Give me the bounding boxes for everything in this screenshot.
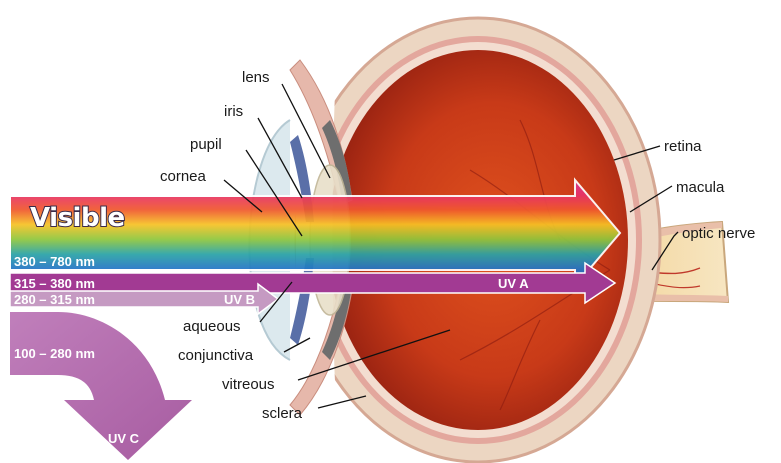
label-iris: iris: [224, 103, 243, 120]
label-pupil: pupil: [190, 136, 222, 153]
label-cornea: cornea: [160, 168, 207, 185]
visible-light-arrow: [10, 180, 620, 286]
uvc-range: 100 – 280 nm: [14, 346, 95, 361]
uvc-name: UV C: [108, 431, 140, 446]
uvb-range: 280 – 315 nm: [14, 292, 95, 307]
label-optic-nerve: optic nerve: [682, 225, 755, 242]
visible-title: Visible: [30, 203, 125, 233]
uva-range: 315 – 380 nm: [14, 276, 95, 291]
uva-name: UV A: [498, 276, 529, 291]
uvc-arrow: [10, 312, 192, 460]
label-conjunctiva: conjunctiva: [178, 347, 254, 364]
label-aqueous: aqueous: [183, 318, 241, 335]
label-macula: macula: [676, 179, 725, 196]
label-sclera: sclera: [262, 405, 303, 422]
label-lens: lens: [242, 69, 270, 86]
label-retina: retina: [664, 138, 702, 155]
visible-range: 380 – 780 nm: [14, 254, 95, 269]
uvb-name: UV B: [224, 292, 255, 307]
label-vitreous: vitreous: [222, 376, 275, 393]
